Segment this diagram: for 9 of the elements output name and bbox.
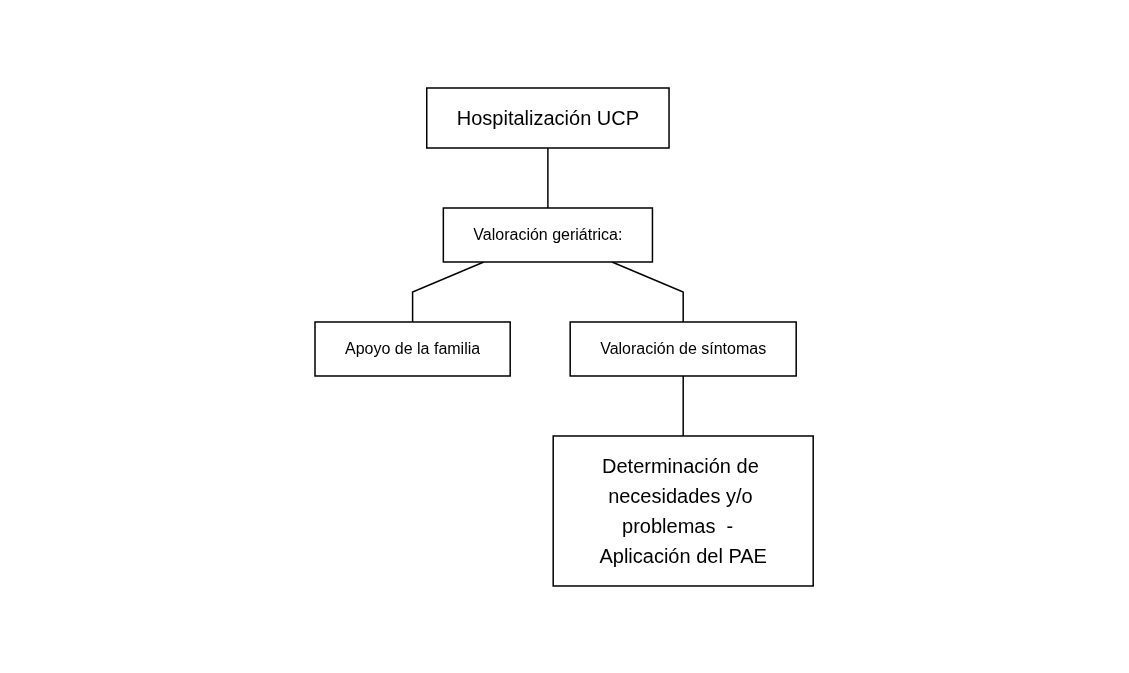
node-box: Apoyo de la familia: [314, 320, 512, 377]
connector: [682, 374, 685, 437]
connector: [611, 260, 685, 323]
connector: [412, 260, 485, 323]
node-box: Valoración geriátrica:: [443, 206, 654, 263]
connector: [547, 146, 550, 209]
node-box: Determinación de necesidades y/o problemas - Aplicación del PAE: [552, 434, 815, 587]
node-box: Hospitalización UCP: [426, 86, 671, 149]
node-box: Valoración de síntomas: [569, 320, 798, 377]
